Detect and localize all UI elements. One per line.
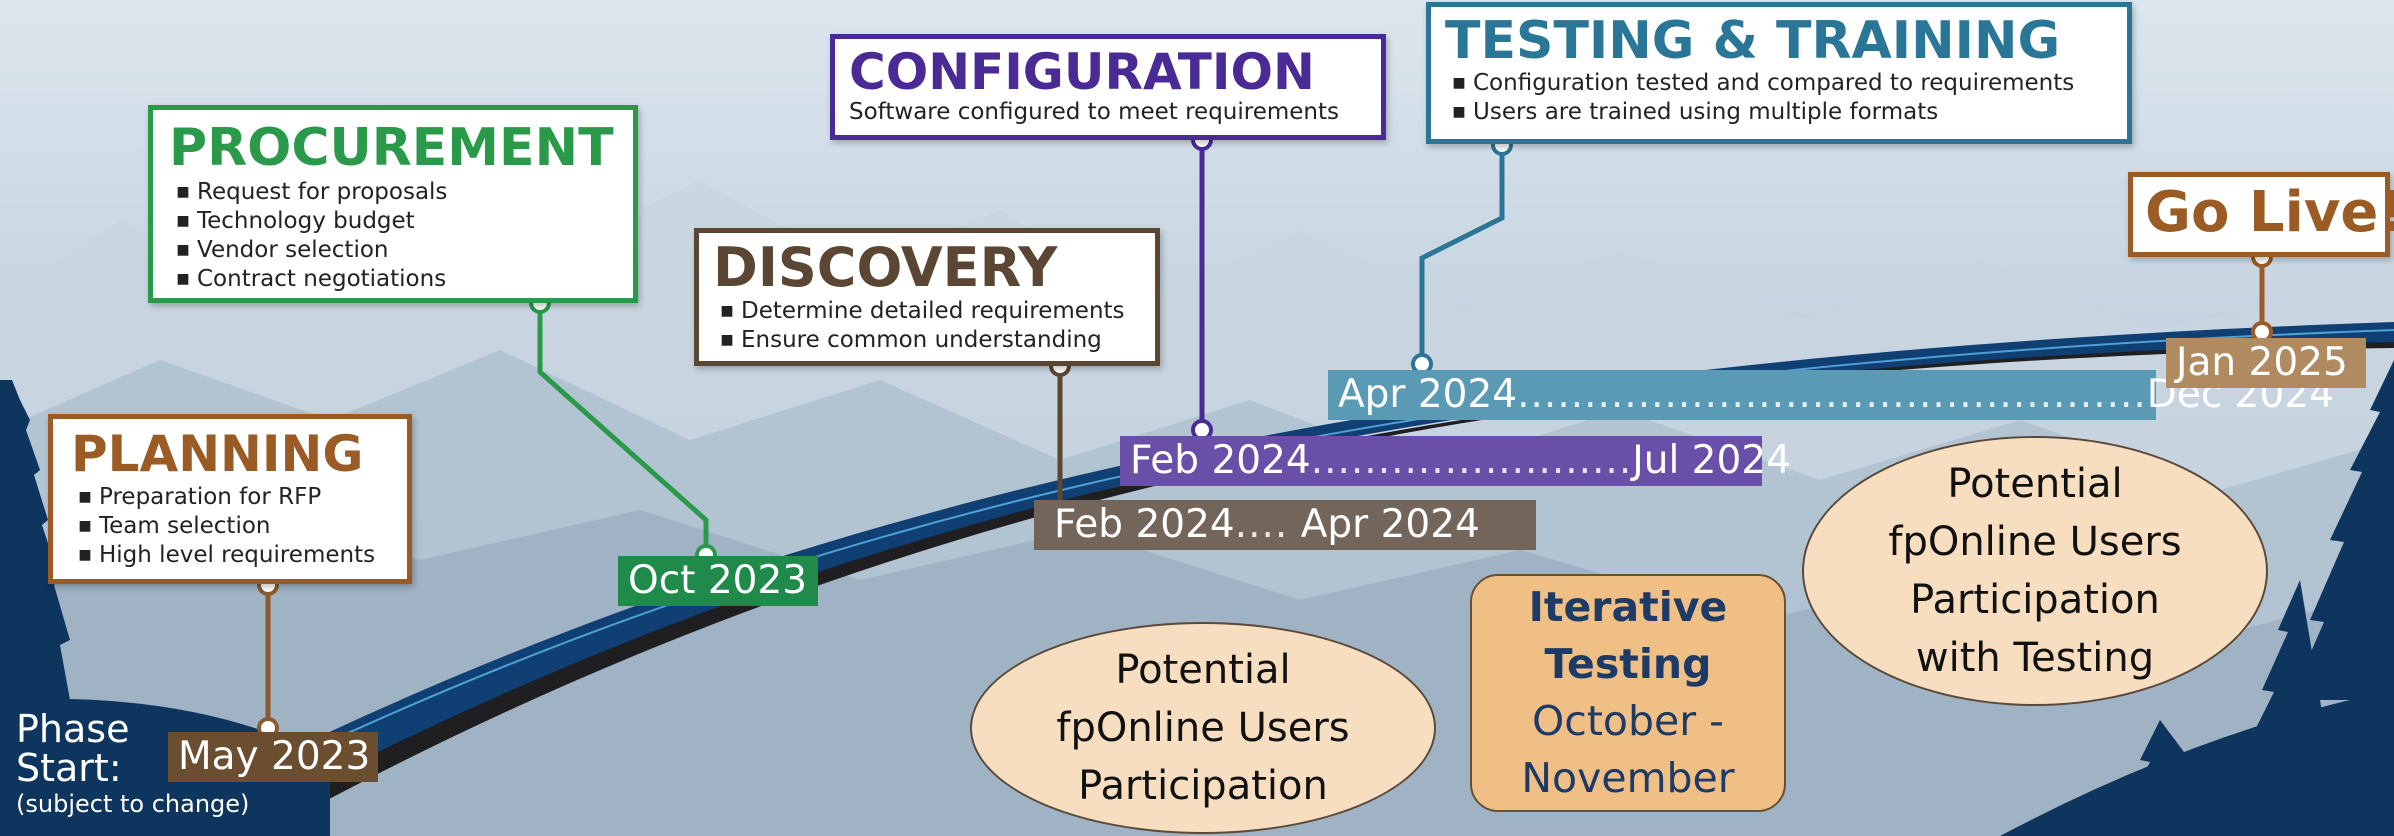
planning-box: PLANNING ■Preparation for RFP ■Team sele… <box>48 414 412 584</box>
iterative-line2: Testing <box>1544 640 1712 688</box>
list-item: ■Ensure common understanding <box>720 327 1102 353</box>
discovery-date-start: Feb 2024 <box>1054 502 1235 547</box>
iterative-line4: November <box>1521 754 1735 802</box>
configuration-box: CONFIGURATION Software configured to mee… <box>830 34 1386 140</box>
list-item: ■Vendor selection <box>176 237 389 263</box>
procurement-title: PROCUREMENT <box>169 118 614 178</box>
configuration-date-start: Feb 2024 <box>1130 438 1311 483</box>
planning-date: May 2023 <box>168 732 378 782</box>
list-item: ■Technology budget <box>176 208 415 234</box>
testing-box: TESTING & TRAINING ■Configuration tested… <box>1426 2 2132 144</box>
testing-dots: ........................................… <box>1517 372 2147 417</box>
iterative-line3: October - <box>1532 697 1724 745</box>
phase-start-line1: Phase <box>16 707 130 751</box>
oval-left-line1: Potential <box>1115 647 1291 693</box>
oval-users-participation: Potential fpOnline Users Participation <box>970 622 1436 834</box>
list-item: ■High level requirements <box>78 542 376 568</box>
testing-list: ■Configuration tested and compared to re… <box>1445 69 2127 127</box>
oval-right-line2: fpOnline Users <box>1888 519 2182 565</box>
testing-title: TESTING & TRAINING <box>1445 11 2061 71</box>
oval-left-line3: Participation <box>1078 763 1328 809</box>
procurement-connector <box>537 303 709 555</box>
oval-right-line4: with Testing <box>1915 635 2155 681</box>
oval-left-line2: fpOnline Users <box>1056 705 1350 751</box>
golive-date: Jan 2025 <box>2166 338 2366 388</box>
oval-right-line3: Participation <box>1910 577 2160 623</box>
configuration-title: CONFIGURATION <box>849 43 1315 101</box>
planning-title: PLANNING <box>71 425 364 483</box>
configuration-dots: ........................ <box>1310 438 1633 483</box>
golive-title: Go Live! <box>2145 180 2394 245</box>
discovery-title: DISCOVERY <box>713 236 1058 299</box>
procurement-list: ■Request for proposals ■Technology budge… <box>169 178 633 294</box>
list-item: ■Request for proposals <box>176 179 448 205</box>
iterative-line1: Iterative <box>1528 583 1728 631</box>
configuration-subtitle: Software configured to meet requirements <box>849 99 1340 125</box>
configuration-date-end: Jul 2024 <box>1632 438 1791 483</box>
configuration-date-range: Feb 2024........................Jul 2024 <box>1120 436 1791 486</box>
testing-connector <box>1419 145 1505 364</box>
procurement-date: Oct 2023 <box>618 556 818 606</box>
phase-start-note: (subject to change) <box>16 790 250 818</box>
discovery-list: ■Determine detailed requirements ■Ensure… <box>713 297 1155 355</box>
list-item: ■Team selection <box>78 513 271 539</box>
testing-date-start: Apr 2024 <box>1338 372 1518 417</box>
procurement-box: PROCUREMENT ■Request for proposals ■Tech… <box>148 105 638 303</box>
discovery-date-end: Apr 2024 <box>1300 502 1480 547</box>
planning-list: ■Preparation for RFP ■Team selection ■Hi… <box>71 483 407 570</box>
list-item: ■Users are trained using multiple format… <box>1452 99 1939 125</box>
discovery-box: DISCOVERY ■Determine detailed requiremen… <box>694 228 1160 366</box>
phase-start-label: Phase Start: (subject to change) <box>16 710 249 820</box>
oval-users-participation-testing: Potential fpOnline Users Participation w… <box>1802 436 2268 706</box>
iterative-testing-box: Iterative Testing October - November <box>1470 574 1786 812</box>
list-item: ■Preparation for RFP <box>78 484 322 510</box>
phase-start-line2: Start: <box>16 746 122 790</box>
oval-right-line1: Potential <box>1947 461 2123 507</box>
list-item: ■Contract negotiations <box>176 266 447 292</box>
list-item: ■Determine detailed requirements <box>720 298 1125 324</box>
list-item: ■Configuration tested and compared to re… <box>1452 70 2075 96</box>
golive-box: Go Live! <box>2128 172 2394 257</box>
discovery-dots: .... <box>1234 502 1289 547</box>
discovery-date-range: Feb 2024.... Apr 2024 <box>1034 500 1536 550</box>
testing-date-range: Apr 2024................................… <box>1328 370 2334 420</box>
